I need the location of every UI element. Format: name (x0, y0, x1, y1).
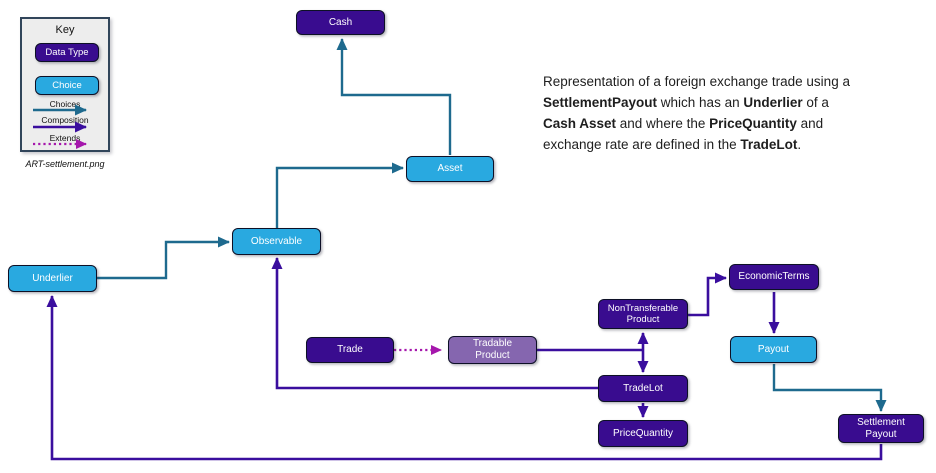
node-tradelot: TradeLot (598, 375, 688, 402)
node-pricequantity: PriceQuantity (598, 420, 688, 447)
node-settlement-payout: Settlement Payout (838, 414, 924, 443)
legend-data-type-swatch: Data Type (35, 43, 99, 62)
node-economic-terms: EconomicTerms (729, 264, 819, 290)
node-tradable-product: Tradable Product (448, 336, 537, 364)
connector-tradelot-to-observable (271, 257, 598, 390)
node-asset: Asset (406, 156, 494, 182)
node-nontransferable-product: NonTransferable Product (598, 299, 688, 329)
legend-panel: Key Data Type Choice Choices Composition… (20, 17, 110, 152)
connector-nontransferable-product-to-economic-terms (688, 272, 727, 317)
connector-payout-to-settlement-payout (772, 364, 887, 412)
legend-composition-label: Composition (41, 115, 89, 125)
node-trade: Trade (306, 337, 394, 363)
connector-underlier-to-observable (97, 236, 230, 280)
node-payout: Payout (730, 336, 817, 363)
connector-settlement-payout-to-underlier (46, 295, 883, 461)
node-underlier: Underlier (8, 265, 97, 292)
image-caption: ART-settlement.png (25, 159, 105, 169)
legend-choice-swatch: Choice (35, 76, 99, 95)
node-cash: Cash (296, 10, 385, 35)
legend-choices-label: Choices (49, 99, 81, 109)
description: Representation of a foreign exchange tra… (543, 74, 850, 152)
node-observable: Observable (232, 228, 321, 255)
connector-asset-to-cash (336, 38, 452, 155)
legend-extends-label: Extends (49, 133, 81, 143)
legend-title: Key (55, 24, 75, 36)
connector-observable-to-asset (275, 162, 404, 228)
